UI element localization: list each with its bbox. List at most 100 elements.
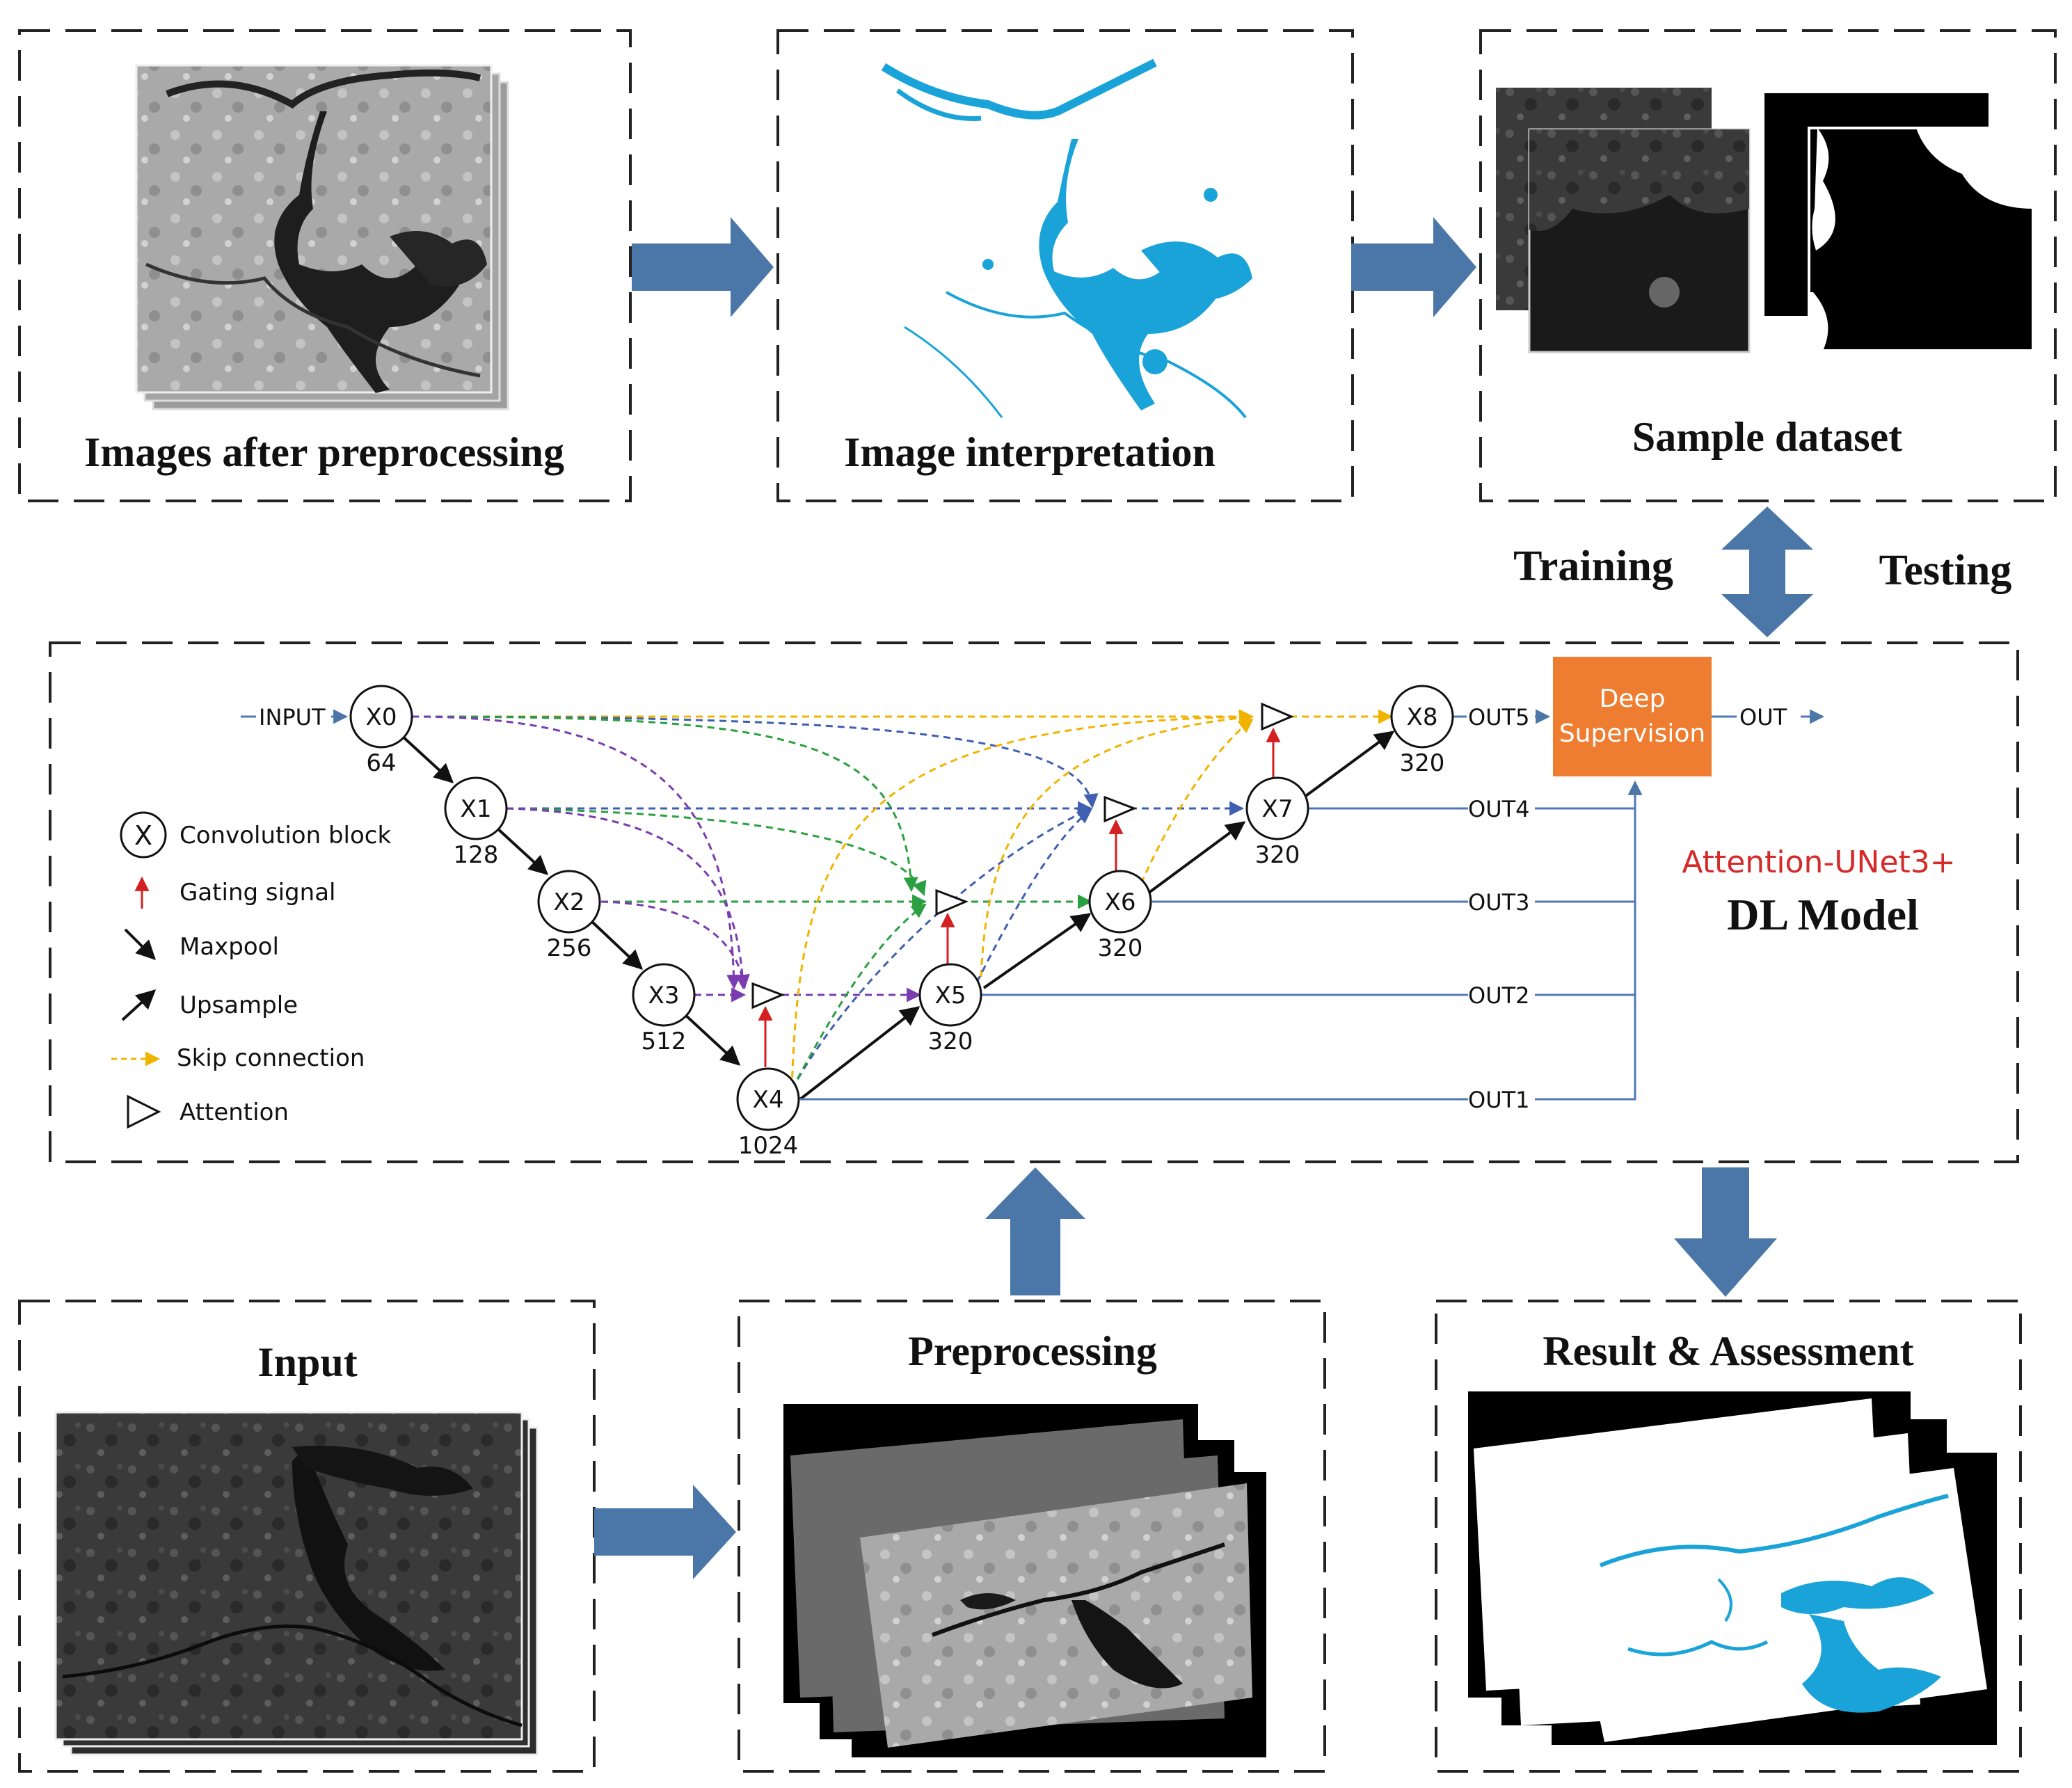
label-training: Training (1513, 543, 1673, 590)
model-subtitle: DL Model (1727, 890, 1919, 939)
preprocessed-image-stack (135, 64, 509, 410)
node-x8-channels: 320 (1400, 749, 1445, 777)
panel-result-assessment (1435, 1300, 2022, 1773)
flow-arrow-up (985, 1167, 1085, 1295)
out-collector (1535, 782, 1635, 1101)
flow-arrow-right-1 (632, 217, 774, 317)
result-map-stack (1468, 1391, 1997, 1745)
legend-convolution-icon (120, 811, 167, 859)
legend-convolution-label: Convolution block (180, 822, 391, 849)
legend-upsample-label: Upsample (180, 991, 298, 1019)
skip-x5-x7 (980, 710, 1254, 977)
upsample-x5-x6 (982, 913, 1092, 989)
deep-supervision-label-1: Deep (1600, 685, 1666, 713)
node-x1 (444, 776, 508, 840)
panel-title-images-after-preprocessing: Images after preprocessing (84, 429, 564, 475)
node-x6-channels: 320 (1098, 934, 1143, 962)
out5-label: OUT5 (1468, 704, 1530, 731)
node-x5-label: X5 (935, 982, 966, 1009)
node-x0-channels: 64 (366, 749, 396, 777)
node-x1-channels: 128 (454, 841, 499, 869)
legend-maxpool-icon (124, 928, 156, 960)
deep-supervision-label-2: Supervision (1559, 719, 1705, 748)
flow-arrow-right-3 (594, 1485, 736, 1579)
node-x8-label: X8 (1407, 703, 1438, 731)
panel-title-result-assessment: Result & Assessment (1543, 1328, 1913, 1374)
node-x5-channels: 320 (928, 1028, 973, 1055)
panel-title-input: Input (257, 1339, 357, 1385)
node-x4-channels: 1024 (738, 1132, 799, 1160)
attention-gate-4 (751, 982, 785, 1009)
maxpool-x2-x3 (590, 920, 644, 970)
node-x0-label: X0 (366, 703, 397, 731)
legend-convolution-symbol: X (134, 820, 152, 851)
node-x6-label: X6 (1105, 888, 1136, 916)
upsample-x4-x5 (799, 1006, 921, 1101)
panel-title-preprocessing: Preprocessing (908, 1328, 1157, 1374)
water-interpretation-map (881, 58, 1252, 419)
panel-sample-dataset (1479, 29, 2057, 502)
skip-x1-x4 (506, 807, 750, 990)
node-x3 (632, 963, 696, 1027)
input-image-stack (54, 1411, 539, 1756)
node-x2-channels: 256 (547, 934, 592, 962)
node-x4-label: X4 (753, 1086, 784, 1114)
panel-title-sample-dataset: Sample dataset (1632, 414, 1902, 460)
out1-label: OUT1 (1468, 1087, 1530, 1113)
panel-images-after-preprocessing (18, 29, 632, 502)
skip-x2-x4 (600, 900, 750, 990)
node-x1-label: X1 (461, 795, 492, 823)
attention-gate-6 (1103, 795, 1137, 823)
skip-x4-x6 (790, 807, 1092, 1090)
attention-gate-7 (1261, 702, 1294, 731)
model-name: Attention-UNet3+ (1682, 845, 1955, 880)
skip-x6-x7 (1140, 718, 1254, 884)
skip-x0-x4 (411, 715, 742, 990)
node-x4 (736, 1067, 800, 1131)
deep-supervision-block (1553, 657, 1712, 776)
skip-x0-x6 (411, 715, 1099, 809)
node-x5 (918, 963, 982, 1027)
legend-skip-label: Skip connection (177, 1044, 365, 1072)
skip-x0-x5 (411, 715, 918, 893)
node-x2-label: X2 (554, 888, 585, 916)
out4-label: OUT4 (1468, 796, 1530, 822)
skip-x4-x5 (790, 903, 927, 1090)
legend-maxpool-label: Maxpool (180, 933, 279, 961)
skip-x1-x5 (506, 807, 927, 896)
node-x7-channels: 320 (1255, 841, 1300, 869)
node-x2 (537, 870, 601, 934)
label-testing: Testing (1879, 547, 2012, 594)
final-out-label: OUT (1739, 704, 1787, 731)
panel-dl-model (49, 641, 2019, 1163)
maxpool-x3-x4 (683, 1013, 741, 1066)
legend-upsample-icon (121, 989, 157, 1021)
legend: X Convolution block Gating signal Maxpoo… (111, 811, 391, 1129)
skip-x5-x6 (975, 808, 1092, 983)
node-x7 (1245, 776, 1309, 840)
flow-arrow-bidirectional (1721, 506, 1813, 637)
out2-label: OUT2 (1468, 982, 1530, 1009)
node-x7-label: X7 (1262, 795, 1293, 823)
flow-arrow-right-2 (1351, 217, 1476, 317)
legend-gating-label: Gating signal (180, 879, 335, 907)
panel-preprocessing (738, 1300, 1326, 1773)
out3-label: OUT3 (1468, 889, 1530, 916)
upsample-x7-x8 (1302, 731, 1395, 799)
legend-attention-icon (127, 1094, 161, 1129)
node-x0 (349, 685, 413, 749)
sample-dataset-tiles (1496, 88, 2034, 353)
flow-arrow-down (1674, 1167, 1777, 1297)
preprocessing-image-stack (783, 1404, 1266, 1757)
legend-attention-label: Attention (180, 1099, 289, 1126)
maxpool-x0-x1 (401, 735, 454, 783)
input-label: INPUT (259, 704, 326, 731)
panel-title-image-interpretation: Image interpretation (844, 429, 1216, 475)
attention-gate-5 (935, 888, 969, 916)
node-x6 (1088, 870, 1152, 934)
node-x3-label: X3 (648, 982, 680, 1009)
maxpool-x1-x2 (495, 827, 549, 875)
node-x3-channels: 512 (641, 1028, 687, 1055)
upsample-x6-x7 (1147, 821, 1246, 895)
